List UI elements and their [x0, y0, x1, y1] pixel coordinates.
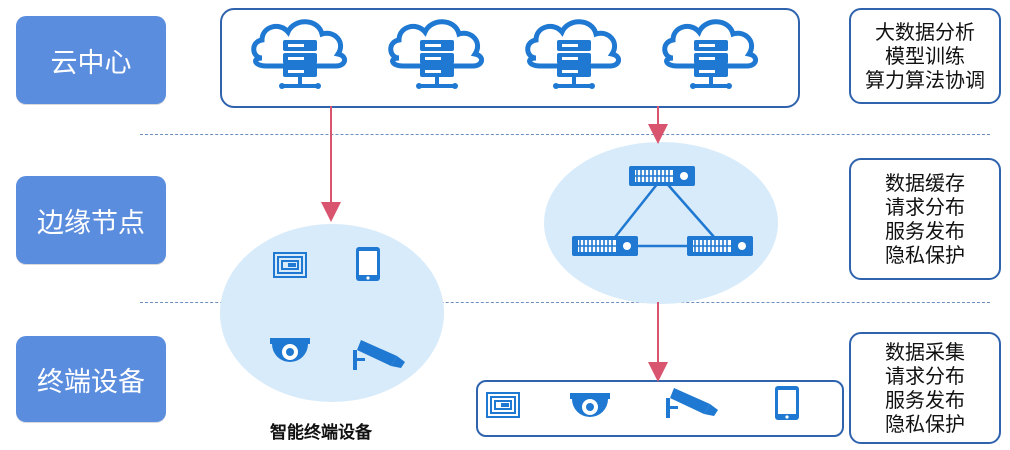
cctv-camera-icon [666, 388, 718, 418]
terminal-task: 隐私保护 [885, 412, 965, 436]
edge-tasks-box: 数据缓存 请求分布 服务发布 隐私保护 [849, 158, 1001, 280]
cloud-tasks-box: 大数据分析 模型训练 算力算法协调 [849, 8, 1001, 104]
layer-cloud-label: 云中心 [50, 47, 132, 79]
edge-task: 请求分布 [885, 195, 965, 219]
cloud-server-icon [391, 22, 482, 89]
edge-link [661, 177, 723, 247]
edge-server-icon [571, 235, 639, 257]
rfid-reader-icon [486, 392, 520, 418]
dome-camera-icon [270, 338, 310, 362]
separator-edge-terminal [140, 302, 990, 303]
tablet-icon [356, 247, 380, 281]
edge-link [607, 177, 663, 247]
layer-edge-label: 边缘节点 [37, 207, 145, 239]
edge-task: 隐私保护 [885, 243, 965, 267]
dome-camera-icon [570, 393, 610, 417]
edge-server-icon [628, 165, 696, 187]
edge-server-icon [686, 235, 754, 257]
edge-task: 数据缓存 [885, 171, 965, 195]
cloud-server-icon [665, 22, 756, 89]
cloud-task: 大数据分析 [875, 20, 975, 44]
cloud-server-icon [528, 22, 619, 89]
cctv-camera-icon [353, 340, 405, 370]
layer-terminal-device: 终端设备 [16, 336, 166, 422]
terminal-task: 服务发布 [885, 388, 965, 412]
layer-cloud-center: 云中心 [16, 16, 166, 104]
smart-device-caption: 智能终端设备 [270, 423, 372, 443]
smart-device-cluster [220, 224, 444, 402]
separator-cloud-edge [140, 134, 990, 135]
terminal-task: 请求分布 [885, 364, 965, 388]
cloud-task: 模型训练 [885, 44, 965, 68]
edge-task: 服务发布 [885, 219, 965, 243]
layer-edge-node: 边缘节点 [16, 176, 166, 264]
rfid-reader-icon [273, 252, 307, 278]
layer-terminal-label: 终端设备 [37, 366, 145, 398]
cloud-server-icon [254, 22, 345, 89]
tablet-icon [775, 386, 799, 420]
terminal-tasks-box: 数据采集 请求分布 服务发布 隐私保护 [849, 332, 1001, 444]
terminal-task: 数据采集 [885, 340, 965, 364]
cloud-task: 算力算法协调 [865, 68, 985, 92]
